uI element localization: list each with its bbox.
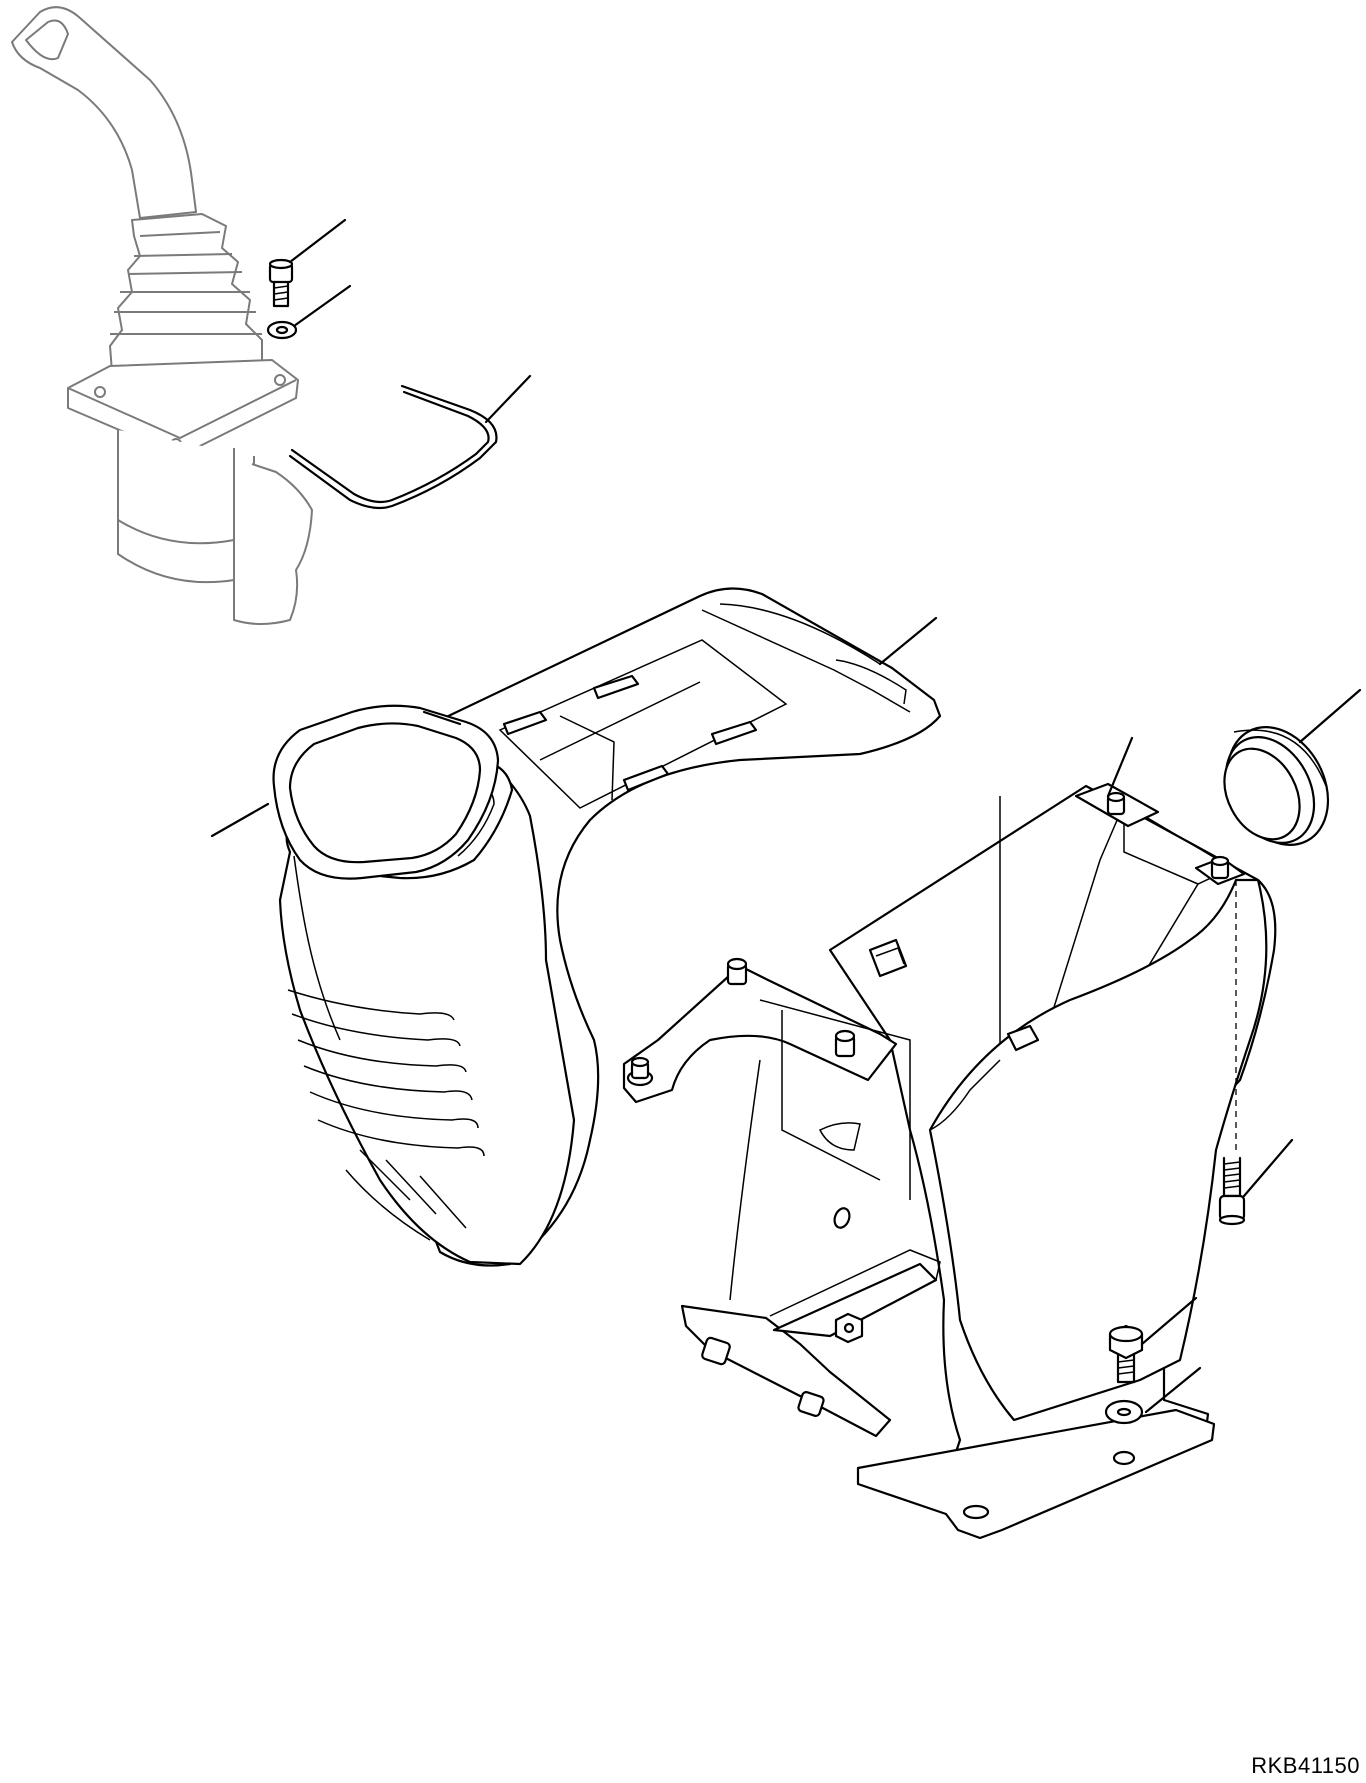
wire-clip bbox=[288, 374, 532, 510]
hex-bolt-lower bbox=[1108, 1296, 1198, 1384]
joystick-lever bbox=[11, 6, 313, 625]
rubber-grommet bbox=[1223, 688, 1362, 846]
washer-lower bbox=[1104, 1366, 1202, 1425]
console-bracket bbox=[622, 736, 1277, 1540]
washer-upper bbox=[266, 284, 352, 340]
drawing-reference-code: RKB41150 bbox=[1251, 1753, 1360, 1778]
console-cover bbox=[210, 587, 942, 1267]
socket-head-bolt-right bbox=[1218, 1138, 1294, 1226]
socket-head-bolt-upper bbox=[268, 218, 347, 308]
